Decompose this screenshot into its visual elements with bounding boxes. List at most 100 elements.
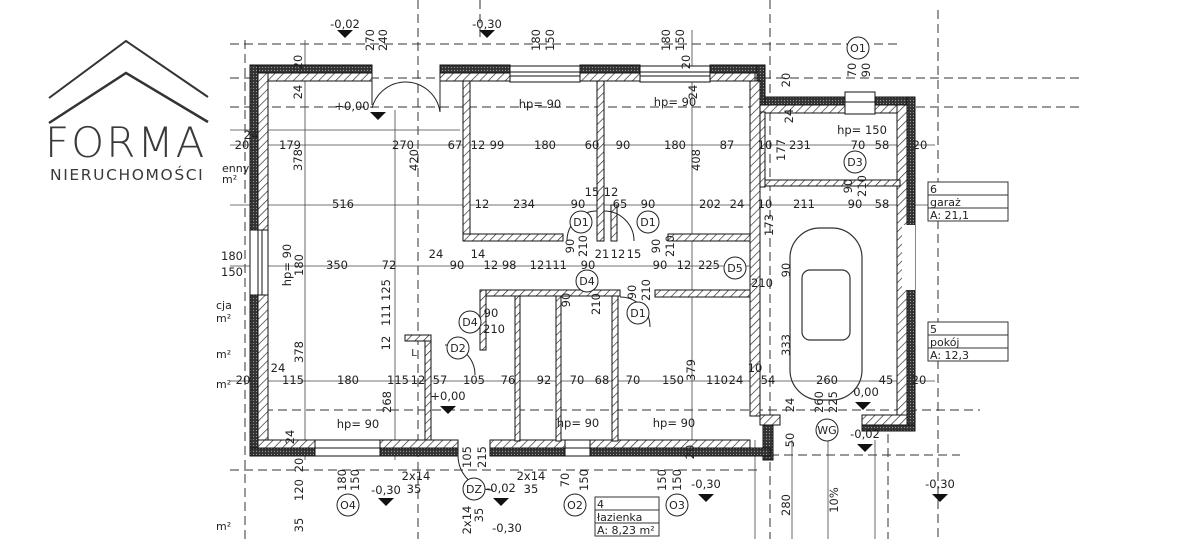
marker-circle	[636, 210, 660, 234]
dimension-label: 20	[292, 458, 306, 473]
marker-label: DZ	[466, 483, 482, 496]
partial-room-label: m²	[216, 378, 231, 391]
dimension-label: 0,00	[853, 385, 879, 399]
dimension-label: 10%	[827, 487, 841, 513]
level-marker-icon	[857, 444, 873, 452]
dimension-label: -0,30	[691, 477, 721, 491]
marker-label: D3	[847, 156, 862, 169]
dimension-label: 12	[677, 258, 692, 272]
dimension-label: 90	[641, 197, 656, 211]
dimension-label: 10	[758, 197, 773, 211]
dimension-label: 150	[655, 469, 669, 491]
dimension-label: 90	[559, 293, 573, 308]
car-icon	[789, 227, 863, 401]
logo-house-icon	[48, 39, 209, 125]
dimension-label: hp= 90	[557, 416, 600, 430]
dimension-label: 90	[653, 258, 668, 272]
dimension-label: 35	[292, 518, 306, 533]
dimension-label: 180	[659, 29, 673, 51]
dimension-label: 24	[291, 85, 305, 100]
dimension-label: 111	[379, 304, 393, 326]
dimension-label: 90	[625, 285, 639, 300]
marker-label: O1	[850, 42, 866, 55]
dimension-label: 58	[875, 197, 890, 211]
dimension-label: 24	[283, 430, 297, 445]
marker-label: D4	[579, 275, 594, 288]
room-name: łazienka	[597, 511, 642, 524]
partial-room-label: m²	[216, 312, 231, 325]
dimension-label: 67	[448, 138, 463, 152]
dimension-label: 177	[774, 139, 788, 161]
dimension-label: 115	[282, 373, 304, 387]
dimension-label: 150	[662, 373, 684, 387]
dimension-label: 378	[291, 149, 305, 171]
dimension-label: 115	[387, 373, 409, 387]
dimension-label: 10	[758, 138, 773, 152]
dimension-label: 210	[589, 293, 603, 315]
dimension-label: 234	[513, 197, 535, 211]
dimension-label: 35	[407, 482, 422, 496]
marker-circle	[575, 269, 599, 293]
level-marker-icon	[370, 112, 386, 120]
dimension-label: 268	[380, 391, 394, 413]
level-marker-icon	[932, 494, 948, 502]
dimension-label: +0,00	[334, 99, 369, 113]
marker-circle	[626, 301, 650, 325]
marker-circle	[336, 493, 360, 517]
dimension-label: 90	[649, 239, 663, 254]
dimension-label: 24	[730, 197, 745, 211]
dimension-label: 65	[613, 197, 628, 211]
room-number: 5	[930, 323, 937, 336]
dimension-label: 150	[221, 265, 243, 279]
dimension-label: 12	[471, 138, 486, 152]
dimension-label: 210	[483, 322, 505, 336]
dimension-label: 270	[363, 29, 377, 51]
dimension-label: hp= 150	[837, 123, 887, 137]
dimension-label: 70	[845, 63, 859, 78]
dimension-label: 210	[855, 175, 869, 197]
dimension-label: 379	[684, 359, 698, 381]
dimension-label: 90	[581, 258, 596, 272]
dimension-label: 2x14	[517, 469, 546, 483]
dimension-label: 202	[699, 197, 721, 211]
dimension-label: 24	[729, 373, 744, 387]
dimension-label: 12 98	[484, 258, 517, 272]
dimension-label: hp= 90	[337, 417, 380, 431]
dimension-label: 516	[332, 197, 354, 211]
dimension-label: 87	[720, 138, 735, 152]
marker-label: WG	[817, 424, 836, 437]
dimension-label: 180	[337, 373, 359, 387]
dimension-label: 211	[793, 197, 815, 211]
dimension-label: 90	[848, 197, 863, 211]
marker-label: D5	[727, 262, 742, 275]
dimension-label: 231	[789, 138, 811, 152]
dimension-label: 14	[471, 247, 486, 261]
dimension-label: 280	[779, 494, 793, 516]
dimension-label: 54	[761, 373, 776, 387]
marker-label: O3	[669, 499, 685, 512]
dimension-label: 68	[595, 373, 610, 387]
dimension-label: 72	[382, 258, 397, 272]
dimension-label: -0,02	[486, 481, 516, 495]
dimension-label: 2x14	[460, 506, 474, 535]
dimension-label: 20	[236, 373, 251, 387]
dimension-label: 90	[450, 258, 465, 272]
marker-label: D2	[450, 342, 465, 355]
dimension-label: 90	[841, 179, 855, 194]
dimension-label: 120	[292, 479, 306, 501]
dimension-label: 12	[379, 336, 393, 351]
dimension-label: +0,00	[430, 389, 465, 403]
marker-circle	[665, 493, 689, 517]
level-marker-icon	[855, 402, 871, 410]
room-name: pokój	[930, 336, 959, 349]
dimension-label: -0,30	[925, 477, 955, 491]
dimension-label: 350	[326, 258, 348, 272]
dimension-label: 105	[463, 373, 485, 387]
marker-label: D4	[462, 316, 477, 329]
dimension-label: -0,30	[371, 483, 401, 497]
dimension-label: 45	[879, 373, 894, 387]
marker-circle	[458, 310, 482, 334]
level-marker-icon	[479, 30, 495, 38]
